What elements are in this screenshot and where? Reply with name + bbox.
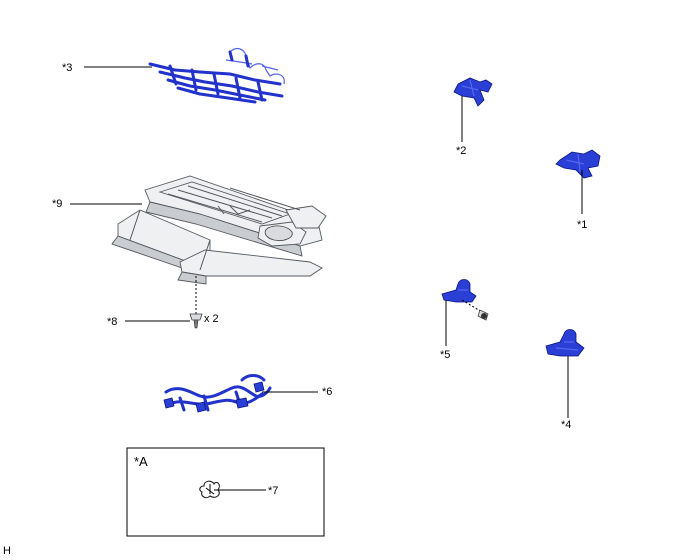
label-part-3: *3 bbox=[62, 62, 72, 74]
part-9-seat-track-frame bbox=[111, 175, 327, 285]
part-6-wire-harness bbox=[163, 374, 272, 413]
label-part-5: *5 bbox=[440, 349, 450, 361]
part-3-spring-mat bbox=[148, 47, 285, 104]
label-part-8: *8 bbox=[107, 316, 117, 328]
part-8-bolt-icon bbox=[189, 313, 203, 329]
part-4-hook-bracket bbox=[545, 329, 585, 357]
label-qty-8: x 2 bbox=[204, 313, 219, 325]
label-box-a: *A bbox=[134, 454, 148, 469]
part-5-hook-bracket bbox=[441, 279, 477, 303]
corner-marker: H bbox=[3, 545, 11, 557]
part-2-bracket bbox=[453, 77, 493, 107]
label-part-9: *9 bbox=[52, 198, 62, 210]
part-1-bracket bbox=[555, 149, 601, 179]
detail-box-a bbox=[126, 447, 325, 537]
part-7-clip-icon bbox=[199, 480, 220, 499]
label-part-2: *2 bbox=[456, 145, 466, 157]
label-part-7: *7 bbox=[268, 485, 278, 497]
label-part-1: *1 bbox=[577, 219, 587, 231]
screw-icon bbox=[477, 309, 489, 321]
label-part-6: *6 bbox=[322, 386, 332, 398]
label-part-4: *4 bbox=[561, 419, 571, 431]
